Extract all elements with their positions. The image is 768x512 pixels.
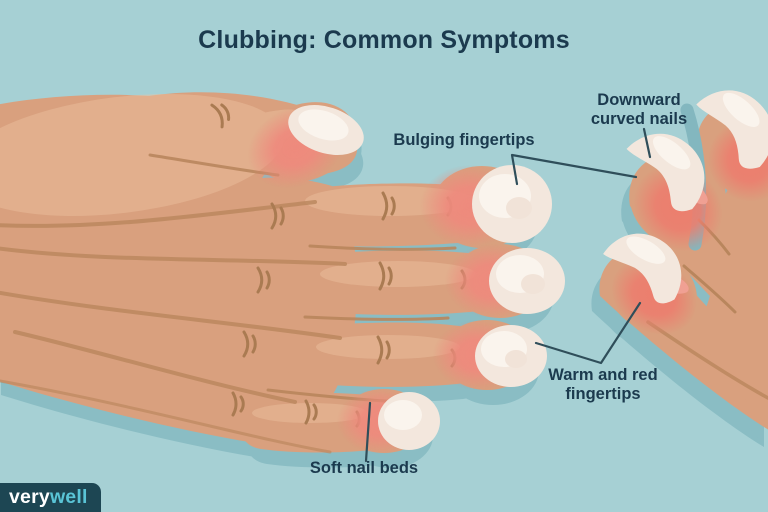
label-soft-nail-beds: Soft nail beds bbox=[309, 459, 419, 477]
pinky-nail bbox=[378, 392, 440, 450]
leader-bulging-fingertips bbox=[510, 153, 638, 186]
ring-nail bbox=[475, 325, 547, 387]
finger-crease-lines bbox=[0, 153, 457, 454]
middle-nail bbox=[489, 248, 565, 314]
leader-warm-red-fingertips bbox=[534, 301, 642, 365]
label-bulging-fingertips: Bulging fingertips bbox=[393, 131, 535, 149]
label-downward-curved-nails: Downward curved nails bbox=[590, 91, 688, 128]
left-hand bbox=[0, 88, 565, 469]
logo-text-very: very bbox=[9, 486, 50, 508]
leader-soft-nail-beds bbox=[364, 401, 372, 463]
page-title: Clubbing: Common Symptoms bbox=[198, 26, 570, 54]
index-nail bbox=[472, 165, 552, 243]
logo-text-well: well bbox=[49, 486, 88, 508]
leader-lines bbox=[364, 127, 652, 463]
thumb-nail bbox=[288, 105, 364, 155]
leader-downward-curved-nails bbox=[642, 127, 652, 159]
label-warm-red-fingertips: Warm and red fingertips bbox=[548, 366, 658, 403]
left-hand-nails bbox=[288, 105, 565, 450]
